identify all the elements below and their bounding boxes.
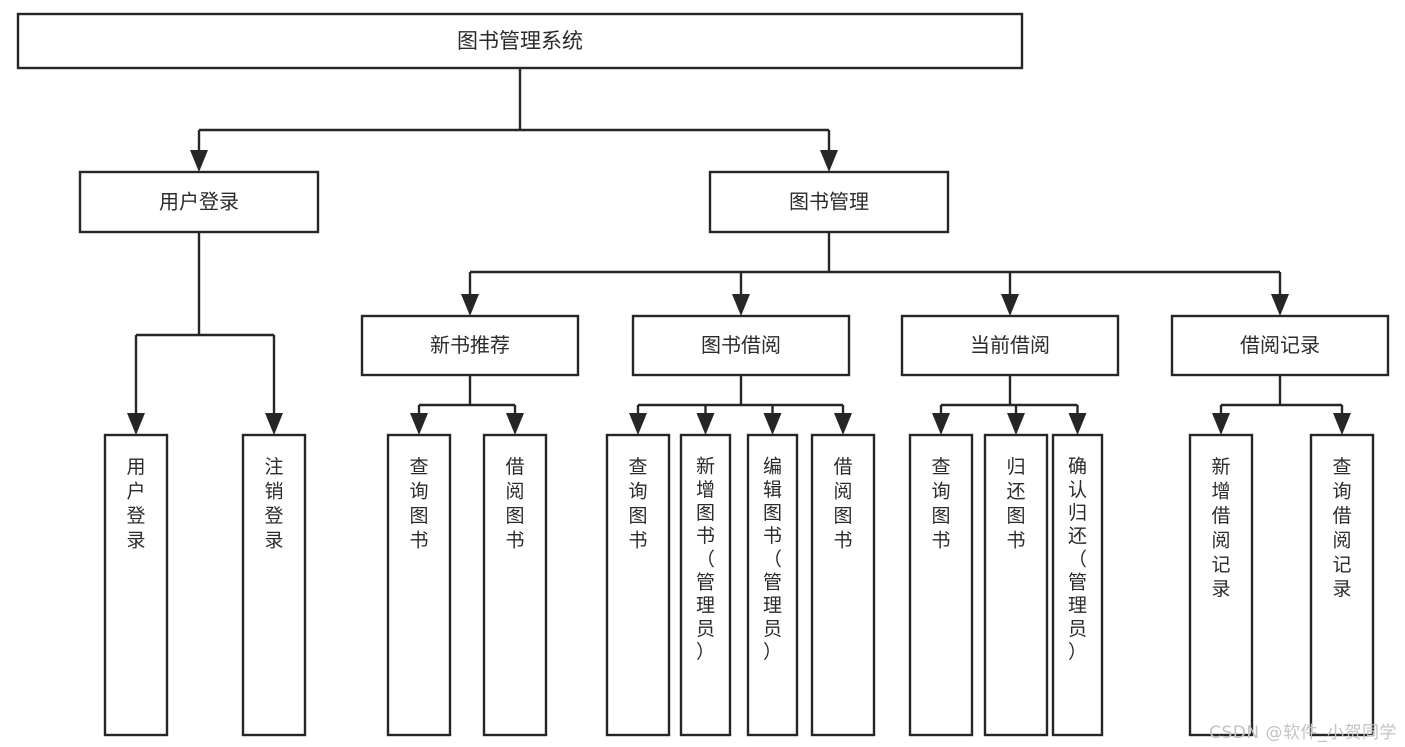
node-leaf-borrow-book-1[interactable]: 借阅图书 (482, 433, 548, 737)
arrow-down-icon (932, 413, 950, 435)
arrow-down-icon (410, 413, 428, 435)
arrow-down-icon (461, 294, 479, 316)
node-label-leaf-add-record: 新增借阅记录 (1211, 456, 1230, 600)
node-label-leaf-confirm-return: 确认归还（管理员） (1068, 455, 1087, 662)
node-label-leaf-query-book-2: 查询图书 (628, 456, 647, 551)
node-box-leaf-edit-book (746, 433, 799, 737)
node-box-leaf-user-login (103, 433, 169, 737)
node-book-manage[interactable]: 图书管理 (708, 170, 950, 234)
node-leaf-confirm-return[interactable]: 确认归还（管理员） (1051, 433, 1104, 737)
arrow-down-icon (820, 150, 838, 172)
node-current-borrow[interactable]: 当前借阅 (900, 314, 1120, 377)
node-root[interactable]: 图书管理系统 (16, 12, 1024, 70)
node-box-leaf-query-record (1309, 433, 1375, 737)
node-layer: 图书管理系统用户登录图书管理新书推荐图书借阅当前借阅借阅记录用户登录注销登录查询… (16, 12, 1390, 737)
node-leaf-query-book-2[interactable]: 查询图书 (605, 433, 671, 737)
node-box-leaf-user-logout (241, 433, 307, 737)
node-label-new-book-rec: 新书推荐 (430, 333, 510, 357)
arrow-down-icon (696, 413, 715, 435)
node-box-leaf-add-book (679, 433, 732, 737)
node-label-leaf-query-record: 查询借阅记录 (1332, 456, 1351, 600)
node-leaf-edit-book[interactable]: 编辑图书（管理员） (746, 433, 799, 737)
node-label-borrow-record: 借阅记录 (1240, 333, 1320, 357)
node-label-book-manage: 图书管理 (789, 190, 869, 214)
node-box-book-manage (708, 170, 950, 234)
arrow-down-icon (1007, 413, 1025, 435)
node-label-book-borrow: 图书借阅 (701, 333, 781, 357)
arrow-down-icon (1333, 413, 1351, 435)
arrow-down-icon (190, 150, 208, 172)
node-box-borrow-record (1170, 314, 1390, 377)
node-leaf-user-login[interactable]: 用户登录 (103, 433, 169, 737)
node-new-book-rec[interactable]: 新书推荐 (360, 314, 580, 377)
node-box-leaf-query-book-1 (386, 433, 452, 737)
node-label-leaf-query-book-1: 查询图书 (409, 456, 428, 551)
node-leaf-borrow-book-2[interactable]: 借阅图书 (810, 433, 876, 737)
node-box-leaf-confirm-return (1051, 433, 1104, 737)
arrow-down-icon (127, 413, 145, 435)
node-label-leaf-borrow-book-2: 借阅图书 (833, 456, 852, 551)
node-label-user-login: 用户登录 (159, 190, 239, 214)
arrow-down-icon (265, 413, 283, 435)
node-label-leaf-query-book-3: 查询图书 (931, 456, 950, 551)
node-label-leaf-borrow-book-1: 借阅图书 (505, 456, 524, 551)
node-box-leaf-add-record (1188, 433, 1254, 737)
node-user-login[interactable]: 用户登录 (78, 170, 320, 234)
node-box-leaf-return-book (983, 433, 1049, 737)
arrow-down-icon (506, 413, 524, 435)
node-label-leaf-edit-book: 编辑图书（管理员） (763, 455, 782, 662)
node-leaf-user-logout[interactable]: 注销登录 (241, 433, 307, 737)
node-label-root: 图书管理系统 (457, 29, 583, 53)
node-leaf-add-book[interactable]: 新增图书（管理员） (679, 433, 732, 737)
node-leaf-query-record[interactable]: 查询借阅记录 (1309, 433, 1375, 737)
node-label-current-borrow: 当前借阅 (970, 333, 1050, 357)
node-label-leaf-add-book: 新增图书（管理员） (696, 455, 715, 662)
node-leaf-query-book-1[interactable]: 查询图书 (386, 433, 452, 737)
arrow-down-icon (629, 413, 647, 435)
arrow-down-icon (1212, 413, 1230, 435)
arrow-down-icon (1068, 413, 1087, 435)
connector-layer (127, 68, 1351, 435)
node-box-root (16, 12, 1024, 70)
node-borrow-record[interactable]: 借阅记录 (1170, 314, 1390, 377)
node-box-leaf-query-book-2 (605, 433, 671, 737)
node-box-book-borrow (631, 314, 851, 377)
arrow-down-icon (834, 413, 852, 435)
node-book-borrow[interactable]: 图书借阅 (631, 314, 851, 377)
node-box-current-borrow (900, 314, 1120, 377)
arrow-down-icon (1271, 294, 1289, 316)
arrow-down-icon (1001, 294, 1019, 316)
node-box-leaf-borrow-book-2 (810, 433, 876, 737)
node-box-leaf-borrow-book-1 (482, 433, 548, 737)
node-leaf-return-book[interactable]: 归还图书 (983, 433, 1049, 737)
node-label-leaf-user-logout: 注销登录 (264, 456, 283, 551)
node-box-new-book-rec (360, 314, 580, 377)
node-label-leaf-return-book: 归还图书 (1006, 456, 1025, 551)
node-label-leaf-user-login: 用户登录 (126, 456, 145, 551)
node-leaf-add-record[interactable]: 新增借阅记录 (1188, 433, 1254, 737)
node-leaf-query-book-3[interactable]: 查询图书 (908, 433, 974, 737)
arrow-down-icon (732, 294, 750, 316)
node-box-leaf-query-book-3 (908, 433, 974, 737)
node-box-user-login (78, 170, 320, 234)
arrow-down-icon (763, 413, 782, 435)
